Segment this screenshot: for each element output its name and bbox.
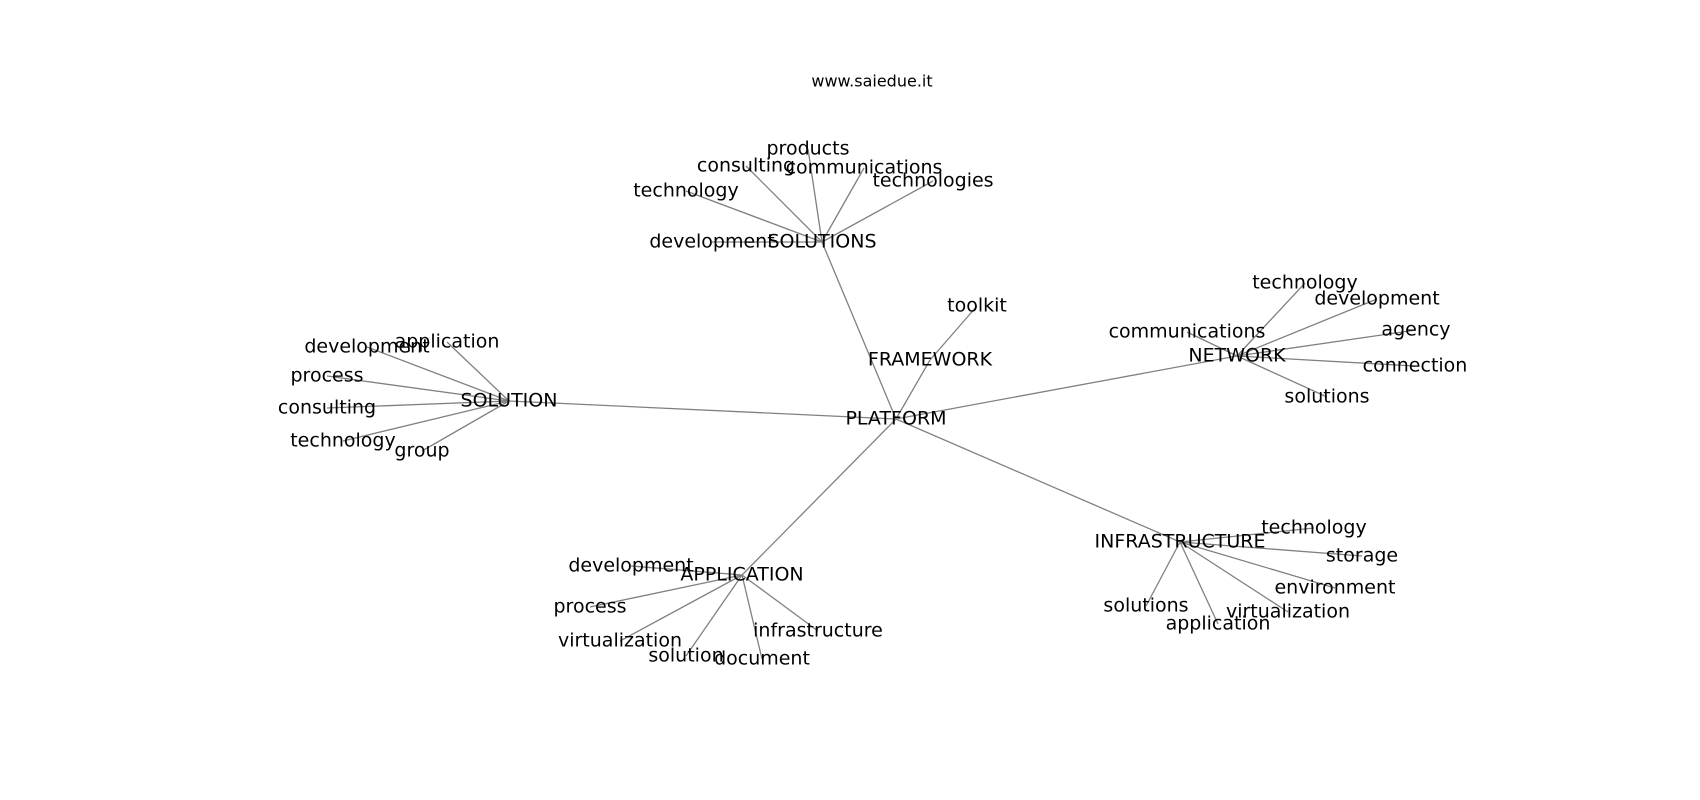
- edge-infrastructure-technology: [1179, 527, 1315, 543]
- edge-network-solutions: [1236, 355, 1328, 398]
- edge-solution-group: [421, 400, 510, 452]
- edge-solutions-communications: [821, 167, 865, 243]
- leaf-solution-technology: technology: [290, 430, 396, 452]
- leaf-infrastructure-application: application: [1166, 613, 1271, 635]
- edge-solution-technology: [342, 400, 510, 442]
- leaf-solutions-technologies: technologies: [872, 170, 993, 192]
- edge-framework-toolkit: [929, 305, 978, 361]
- edge-platform-solutions: [821, 241, 897, 420]
- leaf-solutions-consulting: consulting: [697, 155, 795, 177]
- leaf-application-document: document: [714, 648, 810, 670]
- leaf-framework-toolkit: toolkit: [947, 295, 1007, 317]
- node-network: NETWORK: [1188, 345, 1286, 367]
- leaf-solution-process: process: [290, 365, 363, 387]
- node-infrastructure: INFRASTRUCTURE: [1095, 531, 1266, 553]
- edge-network-agency: [1236, 329, 1417, 357]
- edge-network-development: [1236, 298, 1378, 357]
- edge-platform-application: [741, 418, 897, 576]
- node-framework: FRAMEWORK: [868, 349, 993, 371]
- edges-layer: [326, 148, 1417, 660]
- leaf-solution-group: group: [394, 440, 449, 462]
- leaf-network-agency: agency: [1381, 319, 1450, 341]
- leaf-infrastructure-solutions: solutions: [1103, 595, 1188, 617]
- edge-application-document: [741, 574, 763, 660]
- node-platform: PLATFORM: [845, 408, 946, 430]
- leaf-infrastructure-virtualization: virtualization: [1226, 601, 1350, 623]
- edge-application-development: [630, 565, 743, 576]
- leaf-network-technology: technology: [1252, 272, 1358, 294]
- edge-platform-solution: [508, 400, 897, 420]
- edge-network-communications: [1186, 331, 1238, 357]
- leaf-solutions-technology: technology: [633, 180, 739, 202]
- edge-infrastructure-storage: [1179, 541, 1363, 557]
- leaf-solutions-development: development: [649, 231, 774, 253]
- node-application: APPLICATION: [680, 564, 803, 586]
- edge-infrastructure-environment: [1179, 541, 1336, 589]
- edge-application-process: [589, 574, 743, 608]
- edge-network-connection: [1236, 355, 1416, 367]
- node-solutions: SOLUTIONS: [768, 231, 877, 253]
- labels-layer: www.saiedue.it PLATFORM SOLUTIONS products…: [278, 72, 1467, 670]
- edge-solutions-technology: [685, 190, 823, 243]
- leaf-network-solutions: solutions: [1284, 386, 1369, 408]
- edge-solutions-consulting: [745, 165, 823, 243]
- leaf-infrastructure-environment: environment: [1274, 577, 1395, 599]
- leaf-infrastructure-technology: technology: [1261, 517, 1367, 539]
- edge-infrastructure-solutions: [1145, 541, 1181, 607]
- edge-application-virtualization: [619, 574, 743, 642]
- edge-solution-process: [326, 375, 510, 402]
- edge-platform-infrastructure: [895, 418, 1181, 543]
- edge-infrastructure-virtualization: [1179, 541, 1289, 613]
- leaf-application-solution: solution: [648, 645, 723, 667]
- edge-solution-application: [446, 341, 510, 402]
- edge-application-solution: [685, 574, 743, 657]
- leaf-solution-development: development: [304, 336, 429, 358]
- edge-application-infrastructure: [741, 574, 819, 632]
- leaf-application-development: development: [568, 555, 693, 577]
- leaf-solutions-products: products: [767, 138, 850, 160]
- edge-platform-framework: [895, 359, 931, 420]
- edge-network-technology: [1236, 282, 1306, 357]
- edge-solution-consulting: [326, 400, 510, 409]
- edge-infrastructure-application: [1179, 541, 1219, 625]
- leaf-solutions-communications: communications: [786, 157, 943, 179]
- leaf-solution-application: application: [395, 331, 500, 353]
- leaf-network-connection: connection: [1363, 355, 1468, 377]
- edge-platform-network: [895, 355, 1238, 420]
- leaf-application-virtualization: virtualization: [558, 630, 682, 652]
- site-title: www.saiedue.it: [811, 72, 932, 91]
- leaf-application-process: process: [553, 596, 626, 618]
- leaf-network-communications: communications: [1109, 321, 1266, 343]
- edge-solutions-products: [807, 148, 823, 243]
- leaf-application-infrastructure: infrastructure: [753, 620, 883, 642]
- node-solution: SOLUTION: [461, 390, 558, 412]
- leaf-infrastructure-storage: storage: [1326, 545, 1398, 567]
- leaf-solution-consulting: consulting: [278, 397, 376, 419]
- leaf-network-development: development: [1314, 288, 1439, 310]
- edge-solution-development: [366, 346, 510, 402]
- edge-solutions-technologies: [821, 180, 934, 243]
